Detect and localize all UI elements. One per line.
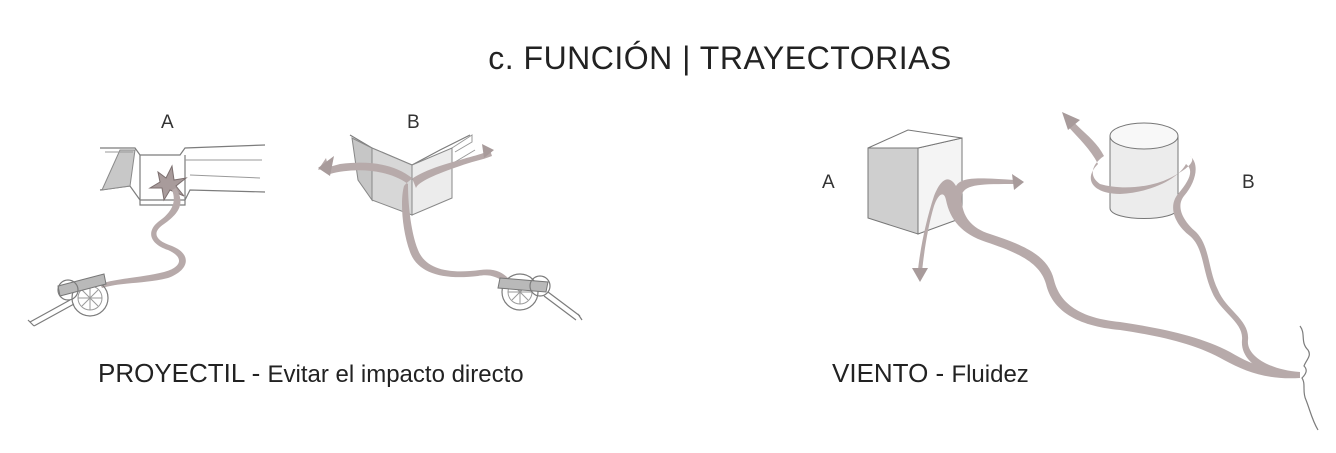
right-label-b: B	[1242, 172, 1255, 193]
proyectil-caption-main: PROYECTIL -	[98, 358, 268, 388]
arrow-up-cylinder-icon	[1062, 112, 1080, 130]
cannon-icon-b	[497, 273, 583, 321]
sketch-bastion-b	[349, 134, 476, 216]
projectile-trajectory-a	[100, 188, 186, 288]
wind-trajectory-b	[1066, 118, 1300, 378]
proyectil-caption: PROYECTIL - Evitar el impacto directo	[98, 358, 524, 389]
viento-caption-sub: Fluidez	[951, 361, 1029, 388]
sketch-wall-a	[99, 144, 266, 206]
arrow-down-cube-icon	[912, 268, 928, 282]
arrow-right-b-icon	[482, 144, 494, 158]
right-label-a: A	[822, 172, 835, 193]
arrow-right-cube-icon	[1012, 174, 1024, 190]
cannon-icon-a	[27, 273, 109, 327]
cylinder-icon	[1109, 122, 1179, 219]
impact-burst-icon	[148, 164, 188, 202]
projectile-trajectory-b	[318, 150, 508, 282]
face-profile-icon	[1299, 325, 1319, 431]
left-label-b: B	[407, 112, 420, 133]
viento-caption: VIENTO - Fluidez	[832, 358, 1029, 389]
page-title: c. FUNCIÓN | TRAYECTORIAS	[488, 40, 952, 76]
left-label-a: A	[161, 112, 174, 133]
proyectil-caption-sub: Evitar el impacto directo	[267, 361, 524, 388]
viento-caption-main: VIENTO -	[832, 358, 952, 388]
wind-trajectory-a	[918, 178, 1300, 379]
arrow-left-b-icon	[318, 156, 334, 176]
